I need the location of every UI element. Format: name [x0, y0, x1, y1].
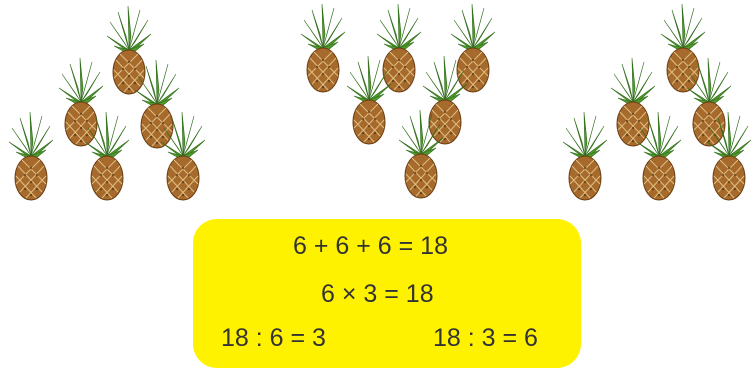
- pineapple-icon: [636, 112, 682, 202]
- pineapple-group-left: [0, 0, 220, 205]
- pineapple-icon: [134, 60, 180, 150]
- equation-multiplication: 6 × 3 = 18: [321, 280, 434, 308]
- equation-division-by-3: 18 : 3 = 6: [433, 324, 538, 352]
- pineapple-icon: [84, 112, 130, 202]
- pineapple-icon: [300, 4, 346, 94]
- pineapple-icon: [106, 6, 152, 96]
- pineapple-icon: [660, 4, 706, 94]
- pineapple-icon: [8, 112, 54, 202]
- pineapple-icon: [422, 56, 468, 146]
- pineapple-group-right: [556, 0, 753, 205]
- equation-addition: 6 + 6 + 6 = 18: [293, 232, 448, 260]
- pineapple-group-middle: [290, 0, 510, 205]
- pineapple-icon: [160, 112, 206, 202]
- equation-division-by-6: 18 : 6 = 3: [221, 324, 326, 352]
- equation-box: 6 + 6 + 6 = 18 6 × 3 = 18 18 : 6 = 3 18 …: [193, 219, 581, 368]
- pineapple-icon: [562, 112, 608, 202]
- pineapple-icon: [376, 4, 422, 94]
- pineapple-icon: [346, 56, 392, 146]
- pineapple-icon: [450, 4, 496, 94]
- pineapple-icon: [58, 58, 104, 148]
- pineapple-icon: [706, 112, 752, 202]
- pineapple-icon: [398, 110, 444, 200]
- pineapple-icon: [610, 58, 656, 148]
